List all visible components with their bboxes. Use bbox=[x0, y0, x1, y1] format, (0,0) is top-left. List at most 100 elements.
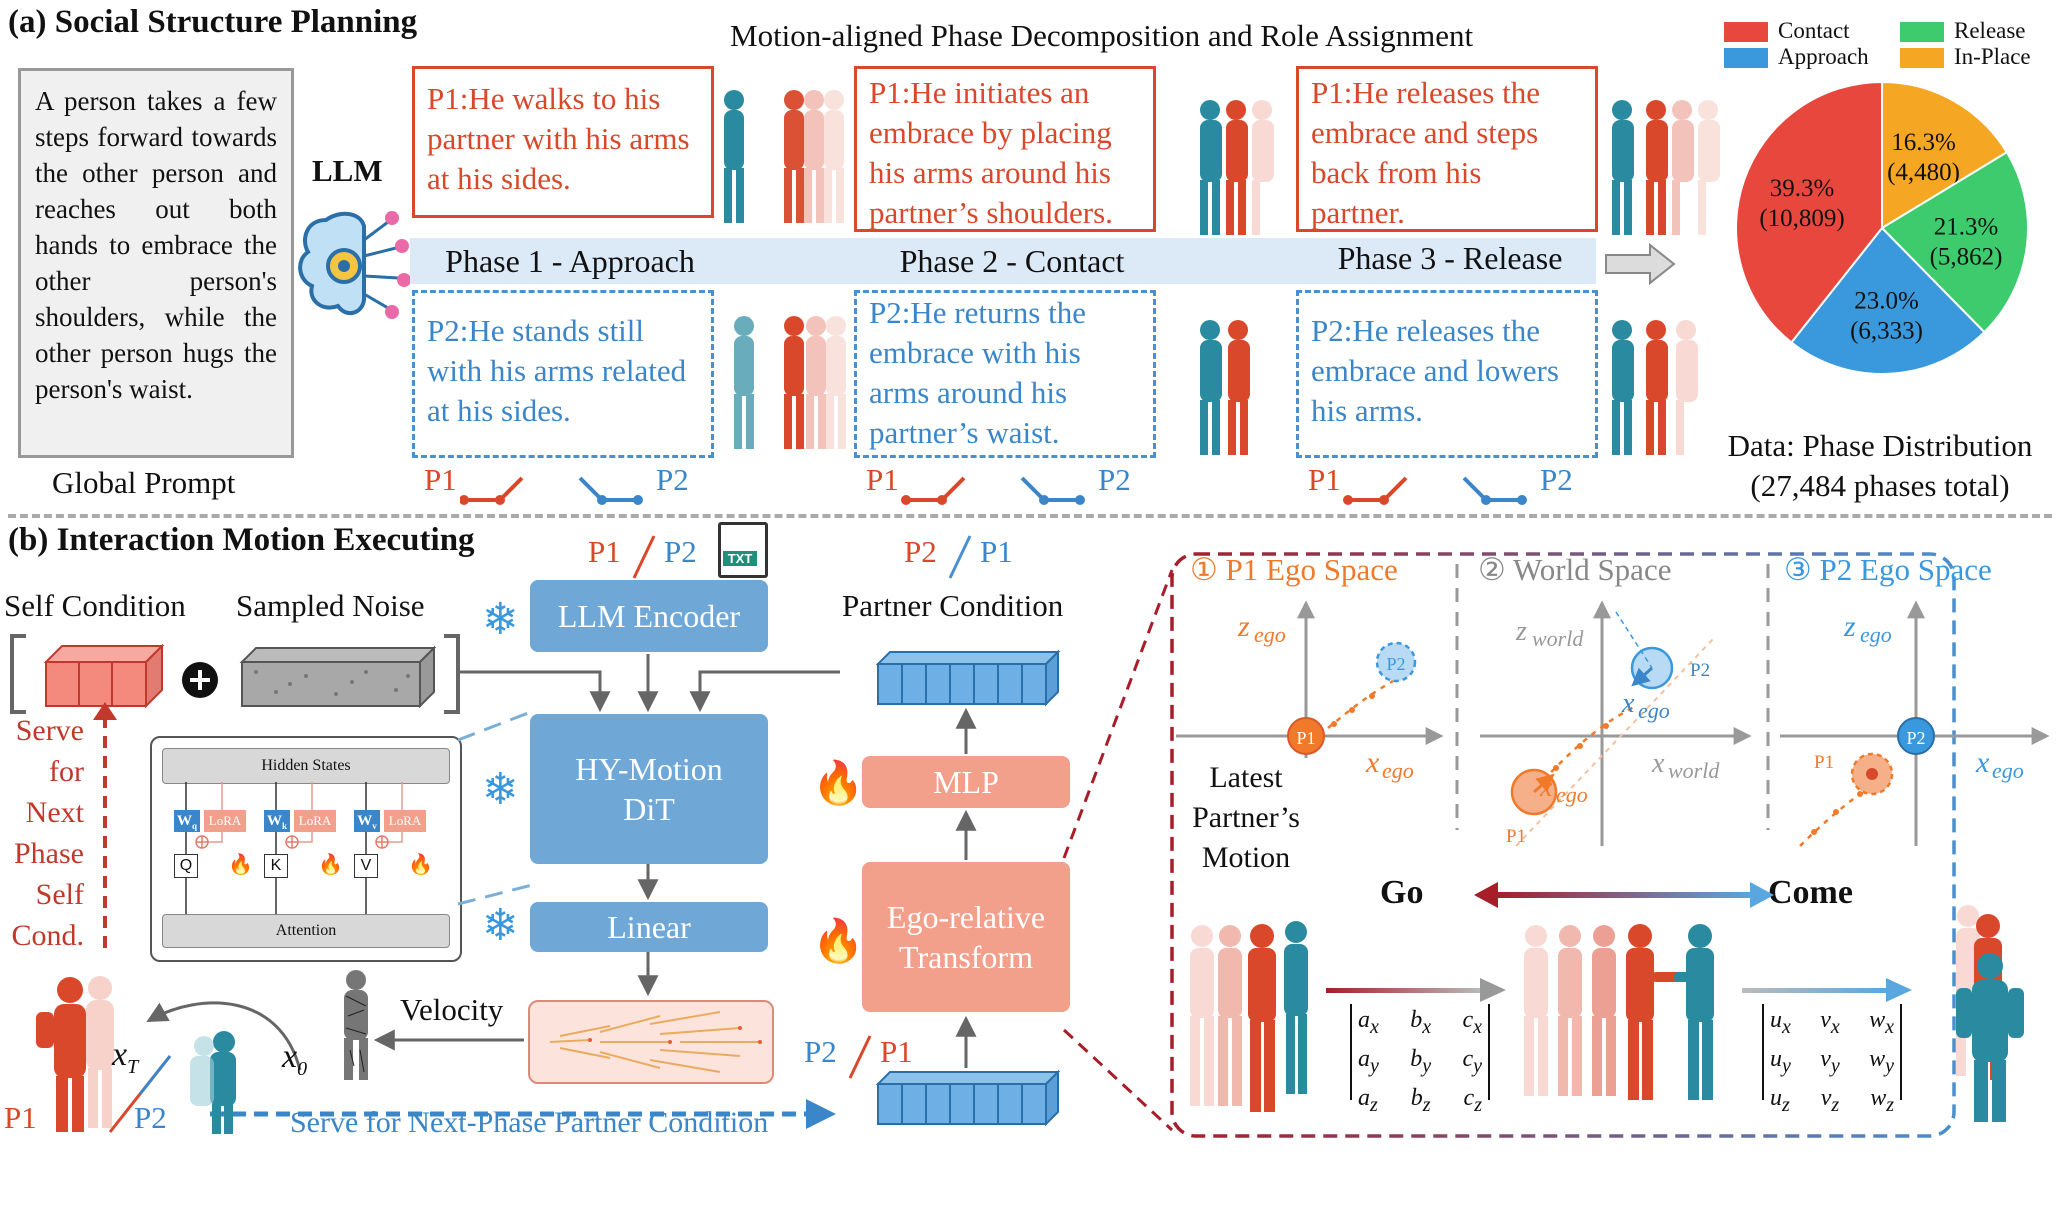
wk-box: Wk bbox=[264, 810, 290, 832]
serve-self-line-4: Phase bbox=[14, 837, 84, 870]
phase-3-p1-text: P1:He releases the embrace and steps bac… bbox=[1296, 66, 1598, 232]
lora-flame-icon: 🔥 bbox=[228, 852, 253, 876]
svg-text:P2: P2 bbox=[1386, 654, 1405, 674]
velocity-field bbox=[528, 1000, 774, 1084]
sampled-noise-label: Sampled Noise bbox=[236, 588, 425, 623]
m-cx: cx bbox=[1462, 1007, 1482, 1038]
phase-3-p1-tag: P1 bbox=[1308, 462, 1341, 497]
legend-approach-label: Approach bbox=[1778, 44, 1869, 69]
handshake-figures bbox=[1524, 924, 1714, 1100]
x0-symbol: x bbox=[282, 1038, 298, 1075]
flow-arrow-input-to-ego bbox=[955, 1015, 977, 1068]
world-space-title: ② World Space bbox=[1478, 552, 1672, 587]
txt-file-icon-label: TXT bbox=[723, 551, 757, 566]
p1-ego-space-title: ① P1 Ego Space bbox=[1190, 552, 1398, 587]
wk-label: W bbox=[266, 813, 282, 829]
out-p2-label: P2 bbox=[134, 1100, 167, 1135]
mlp-flame-icon: 🔥 bbox=[812, 758, 865, 807]
serve-self-line-2: for bbox=[49, 755, 84, 788]
ego-flame-icon: 🔥 bbox=[812, 916, 865, 965]
p2-ego-space-title: ③ P2 Ego Space bbox=[1784, 552, 1992, 587]
phase-1-top-figures bbox=[724, 90, 844, 223]
phase-band bbox=[410, 238, 1596, 284]
input-bracket-group bbox=[10, 634, 460, 714]
pie-legend: Contact Release Approach In-Place bbox=[1724, 18, 2054, 70]
global-prompt-caption: Global Prompt bbox=[52, 465, 236, 500]
svg-text:x: x bbox=[1651, 748, 1665, 779]
m-wz: wz bbox=[1870, 1084, 1894, 1116]
m-ay: ay bbox=[1358, 1045, 1379, 1077]
phase-1-label: Phase 1 - Approach bbox=[445, 243, 695, 279]
flow-arrows-right bbox=[955, 707, 977, 860]
latest-line3: Motion bbox=[1201, 841, 1291, 874]
velocity-streamlines bbox=[549, 1011, 762, 1073]
serve-self-arrow bbox=[93, 702, 117, 948]
frozen-snowflake-icon: ❄ bbox=[482, 594, 519, 645]
phase-1-p2-text: P2:He stands still with his arms related… bbox=[412, 290, 714, 458]
phase-distribution-pie: 16.3%(4,480)21.3%(5,862)23.0%(6,333)39.3… bbox=[1735, 80, 2029, 375]
lora-q-box: LoRA bbox=[204, 810, 246, 832]
m-ux: ux bbox=[1770, 1007, 1791, 1038]
ego-line2: Transform bbox=[899, 939, 1033, 975]
m-cz: cz bbox=[1463, 1084, 1482, 1116]
phase-2-p2-tag: P2 bbox=[1098, 462, 1131, 497]
pie-count-label: (4,480) bbox=[1887, 159, 1960, 186]
phase-2-p2-text: P2:He returns the embrace with his arms … bbox=[854, 290, 1156, 458]
brain-network-icon bbox=[298, 211, 411, 319]
serve-partner-cond-text: Serve for Next-Phase Partner Condition bbox=[290, 1106, 769, 1139]
serve-self-line-5: Self bbox=[35, 878, 84, 911]
svg-text:ego: ego bbox=[1556, 782, 1588, 807]
matrix-arrow-2 bbox=[1742, 978, 1912, 1002]
pie-count-label: (5,862) bbox=[1930, 243, 2003, 270]
phase-2-top-figures bbox=[1200, 100, 1274, 235]
enc-p1-label: P1 bbox=[588, 534, 621, 569]
pie-caption-line2: (27,484 phases total) bbox=[1750, 468, 2010, 503]
enc-p2-label: P2 bbox=[664, 534, 697, 569]
dit-line1: HY-Motion bbox=[575, 751, 723, 787]
arrow-to-pie-icon bbox=[1605, 242, 1676, 286]
pie-caption-line1: Data: Phase Distribution bbox=[1727, 428, 2033, 463]
phase-2-p1-tag: P1 bbox=[866, 462, 899, 497]
m-by: by bbox=[1410, 1045, 1432, 1077]
svg-text:P1: P1 bbox=[1506, 826, 1526, 847]
x0-label: x0 bbox=[282, 1038, 308, 1080]
self-condition-label: Self Condition bbox=[4, 588, 186, 623]
phase-1-p1-text: P1:He walks to his partner with his arms… bbox=[412, 66, 714, 218]
m-bx: bx bbox=[1410, 1007, 1432, 1038]
role-limb-icons bbox=[460, 476, 1527, 505]
m-vy: vy bbox=[1820, 1045, 1840, 1077]
m-cy: cy bbox=[1462, 1045, 1482, 1077]
svg-text:x: x bbox=[1621, 688, 1635, 719]
svg-text:ego: ego bbox=[1860, 622, 1892, 647]
come-motion-figures bbox=[1956, 905, 2024, 1122]
pie-count-label: (10,809) bbox=[1759, 205, 1844, 232]
hidden-states-bar: Hidden States bbox=[162, 748, 450, 784]
phase-3-top-figures bbox=[1612, 100, 1720, 235]
legend-release-swatch bbox=[1900, 22, 1944, 42]
pie-slice-release bbox=[1880, 150, 2029, 334]
partner-input-block bbox=[875, 1069, 1061, 1127]
partner-in-slash bbox=[848, 1035, 872, 1079]
partner-p2-label: P2 bbox=[904, 534, 937, 569]
svg-text:z: z bbox=[1237, 610, 1250, 643]
wq-box: Wq bbox=[174, 810, 200, 832]
come-label: Come bbox=[1768, 874, 1853, 911]
m-wy: wy bbox=[1869, 1045, 1894, 1077]
svg-text:x: x bbox=[1365, 746, 1380, 779]
pie-count-label: (6,333) bbox=[1850, 318, 1923, 345]
svg-text:P1: P1 bbox=[1296, 728, 1315, 748]
svg-text:x: x bbox=[1539, 772, 1553, 803]
txt-file-icon: TXT bbox=[718, 522, 768, 578]
frozen-snowflake-icon: ❄ bbox=[482, 764, 519, 815]
noise-figure bbox=[344, 970, 368, 1080]
go-motion-figures bbox=[1190, 921, 1308, 1112]
phase-3-bottom-figures bbox=[1612, 320, 1698, 455]
pie-pct-label: 16.3% bbox=[1891, 129, 1956, 156]
go-label: Go bbox=[1380, 874, 1424, 911]
legend-release-label: Release bbox=[1954, 18, 2026, 43]
ego-line1: Ego-relative bbox=[886, 899, 1046, 935]
lora-flame-icon: 🔥 bbox=[318, 852, 343, 876]
